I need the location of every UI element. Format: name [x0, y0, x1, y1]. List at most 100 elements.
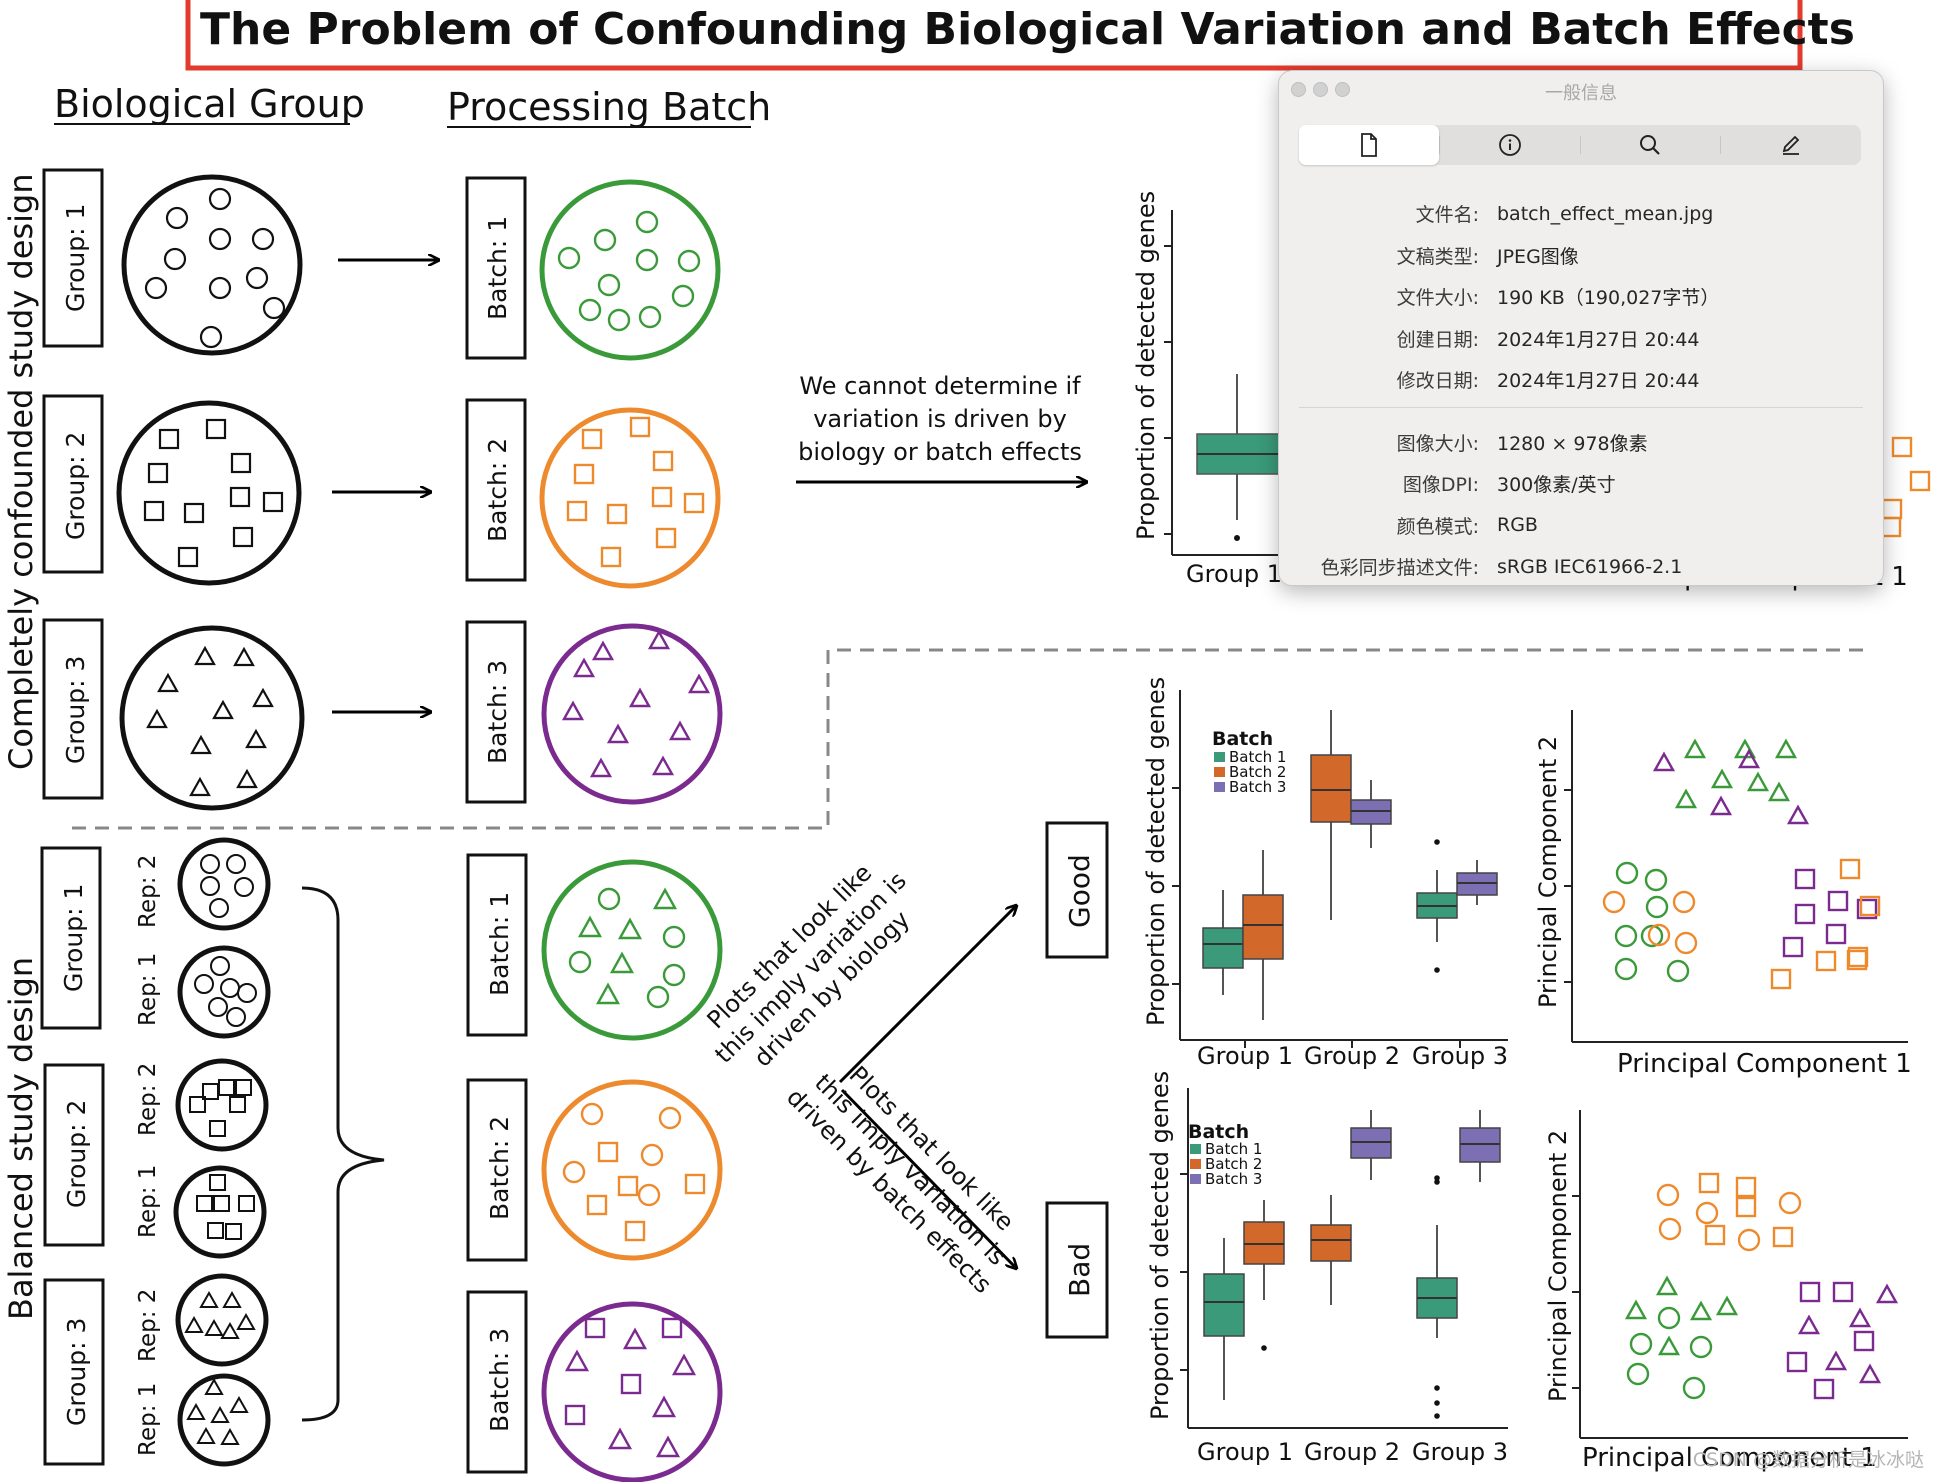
balanced-group-2: Group: 2 — [43, 1063, 105, 1247]
info-label: 修改日期: — [1396, 370, 1479, 393]
confounded-group-3: Group: 3 — [42, 618, 104, 800]
rep-circle — [177, 945, 271, 1039]
info-row-image-size: 图像大小: 1280 × 978像素 — [1279, 422, 1883, 464]
bad-boxplot-xtick: Group 1 — [1197, 1438, 1293, 1466]
header-biological-group: Biological Group — [54, 82, 365, 126]
rep-label: Rep: 1 — [135, 1165, 161, 1238]
info-row-color-profile: 色彩同步描述文件: sRGB IEC61966-2.1 — [1279, 546, 1883, 585]
figure-title-frame — [185, 0, 1803, 71]
tab-more-info[interactable] — [1440, 125, 1580, 165]
bad-legend-swatch-3 — [1190, 1174, 1201, 1184]
good-legend-swatch-1 — [1214, 752, 1225, 762]
bad-boxplot-xtick: Group 2 — [1304, 1438, 1400, 1466]
good-label: Good — [1063, 854, 1096, 928]
batch-3-circle — [541, 623, 723, 805]
bad-legend-item: Batch 1 — [1205, 1140, 1262, 1158]
confounded-pca-fragment — [1880, 436, 1931, 538]
good-boxplot-xtick: Group 3 — [1412, 1042, 1508, 1070]
info-label: 图像DPI: — [1402, 474, 1479, 497]
bad-arrow-text-line: this imply variation is — [809, 1069, 1011, 1271]
good-pca-triangles — [1674, 738, 1798, 809]
close-window-button[interactable] — [1291, 82, 1306, 97]
confounded-boxplot: Proportion of detected genes Group 1 — [1132, 191, 1290, 588]
info-icon — [1498, 134, 1521, 156]
good-pca-squares — [1782, 868, 1878, 958]
batch-1-circle — [539, 179, 721, 361]
info-value: 1280 × 978像素 — [1497, 432, 1648, 455]
info-value: 2024年1月27日 20:44 — [1497, 370, 1700, 393]
figure-title: The Problem of Confounding Biological Va… — [200, 4, 1855, 55]
arrow-bad — [840, 1088, 1016, 1268]
good-pca-circles-orange — [1602, 890, 1698, 955]
confounded-boxplot-ylabel: Proportion of detected genes — [1132, 191, 1160, 540]
tab-search[interactable] — [1581, 125, 1721, 165]
window-titlebar[interactable]: 一般信息 — [1279, 71, 1883, 107]
pencil-icon — [1782, 135, 1800, 155]
info-value: sRGB IEC61966-2.1 — [1497, 555, 1683, 578]
side-label-confounded: Completely confounded study design — [2, 173, 40, 770]
balanced-group-1: Group: 1 — [40, 846, 102, 1030]
search-icon — [1640, 135, 1661, 155]
bad-pca-green — [1624, 1275, 1739, 1400]
bad-legend-title: Batch — [1188, 1121, 1249, 1143]
balanced-batch-1-circle — [541, 859, 723, 1041]
zoom-window-button[interactable] — [1335, 82, 1350, 97]
confounded-group-2: Group: 2 — [42, 394, 104, 574]
group-label: Group: 3 — [62, 1318, 91, 1426]
good-legend-item: Batch 1 — [1229, 748, 1286, 766]
good-legend-swatch-2 — [1214, 767, 1225, 777]
batch-2-circle — [539, 407, 721, 589]
group-3-circle — [119, 625, 305, 811]
info-value: 2024年1月27日 20:44 — [1497, 328, 1700, 351]
rep-circle — [173, 1165, 267, 1259]
group-label: Group: 2 — [61, 432, 90, 540]
batch-label: Batch: 3 — [485, 1328, 514, 1432]
info-value: 190 KB（190,027字节） — [1497, 287, 1720, 310]
batch-label: Batch: 2 — [483, 438, 512, 542]
info-value: RGB — [1497, 514, 1538, 537]
info-row-created: 创建日期: 2024年1月27日 20:44 — [1279, 318, 1883, 360]
good-boxplot-xtick: Group 1 — [1197, 1042, 1293, 1070]
info-row-dpi: 图像DPI: 300像素/英寸 — [1279, 463, 1883, 505]
rep-label: Rep: 2 — [135, 1289, 161, 1362]
info-label: 创建日期: — [1396, 328, 1479, 351]
bad-legend-item: Batch 2 — [1205, 1155, 1262, 1173]
info-label: 文件名: — [1415, 204, 1479, 227]
info-row-filename: 文件名: batch_effect_mean.jpg — [1279, 193, 1883, 235]
bad-legend-swatch-1 — [1190, 1144, 1201, 1154]
rep-label: Rep: 1 — [135, 1383, 161, 1456]
header-processing-batch: Processing Batch — [447, 85, 771, 129]
good-legend-item: Batch 2 — [1229, 763, 1286, 781]
cannot-determine-line-3: biology or batch effects — [798, 438, 1082, 466]
good-box: Good — [1045, 821, 1109, 959]
info-divider — [1299, 406, 1863, 408]
confounded-group-1: Group: 1 — [42, 168, 104, 348]
cannot-determine-line-1: We cannot determine if — [799, 372, 1081, 400]
side-label-balanced: Balanced study design — [2, 957, 40, 1320]
good-legend-item: Batch 3 — [1229, 778, 1286, 796]
cannot-determine-line-2: variation is driven by — [813, 405, 1067, 433]
batch-label: Batch: 2 — [485, 1116, 514, 1220]
good-pca-squares-orange — [1770, 858, 1881, 990]
batch-label: Batch: 1 — [483, 216, 512, 320]
balanced-batch-3: Batch: 3 — [466, 1290, 528, 1474]
confounded-boxplot-xtick-1: Group 1 — [1186, 560, 1282, 588]
good-pca-triangles-purple — [1652, 748, 1810, 825]
dashed-divider — [72, 648, 1870, 830]
bad-legend-item: Batch 3 — [1205, 1170, 1262, 1188]
info-label: 色彩同步描述文件: — [1320, 557, 1479, 580]
watermark: CSDN @数据分析是冰冰哒 — [1693, 1449, 1924, 1471]
good-arrow-text: Plots that look like this imply variatio… — [702, 859, 916, 1073]
group-2-circle — [116, 400, 302, 586]
tab-general-info[interactable] — [1299, 125, 1439, 165]
info-label: 颜色模式: — [1396, 515, 1479, 538]
confounded-batch-3: Batch: 3 — [465, 620, 527, 804]
good-pca-ylabel: Principal Component 2 — [1534, 736, 1562, 1008]
tab-annotate[interactable] — [1721, 125, 1861, 165]
rep-label: Rep: 2 — [135, 1063, 161, 1136]
minimize-window-button[interactable] — [1313, 82, 1328, 97]
curly-brace — [301, 886, 385, 1422]
info-row-file-size: 文件大小: 190 KB（190,027字节） — [1279, 276, 1883, 318]
balanced-group-3: Group: 3 — [43, 1278, 105, 1466]
rep-circle — [177, 1373, 271, 1467]
